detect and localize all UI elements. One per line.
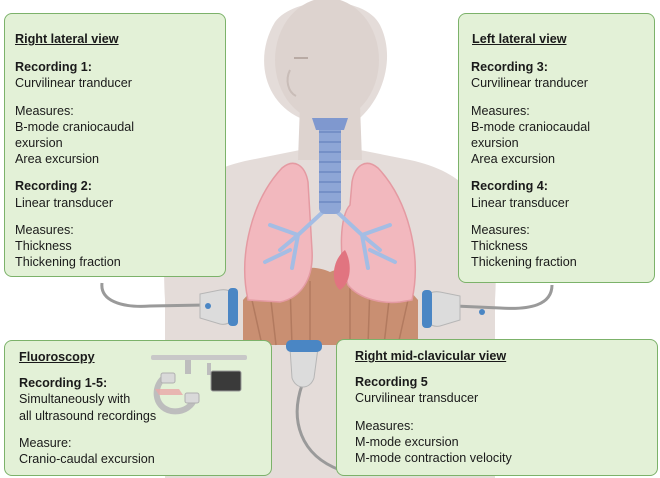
measure-item: Area excursion bbox=[15, 152, 99, 167]
measure-item: Area excursion bbox=[471, 152, 555, 167]
recording-3-label: Recording 3: bbox=[471, 60, 548, 75]
measure-item: M-mode excursion bbox=[355, 434, 459, 449]
cable-right bbox=[100, 282, 206, 308]
measure-item: B-mode craniocaudal bbox=[15, 119, 135, 134]
cable-left bbox=[454, 284, 554, 310]
measures-label: Measures: bbox=[471, 103, 530, 118]
heart-shadow bbox=[333, 250, 350, 290]
recording-4-label: Recording 4: bbox=[471, 179, 548, 194]
head bbox=[275, 0, 379, 122]
measure-item: Cranio-caudal excursion bbox=[19, 452, 155, 467]
measure-item: Thickening fraction bbox=[471, 255, 577, 270]
right-lung bbox=[244, 162, 313, 303]
measures-label: Measures: bbox=[15, 103, 74, 118]
fluoroscopy-title: Fluoroscopy bbox=[19, 350, 95, 364]
left-lateral-title: Left lateral view bbox=[472, 32, 567, 46]
recording-1-label: Recording 1: bbox=[15, 60, 92, 75]
trachea bbox=[312, 118, 348, 214]
recording-1-5-label: Recording 1-5: bbox=[19, 376, 108, 391]
measure-item: exursion bbox=[471, 136, 519, 151]
recording-detail: Simultaneously with bbox=[19, 392, 131, 407]
recording-1-transducer: Curvilinear tranducer bbox=[15, 76, 132, 91]
recording-5-transducer: Curvilinear transducer bbox=[355, 391, 479, 406]
right-lateral-title: Right lateral view bbox=[15, 32, 119, 46]
probe-right-lateral bbox=[199, 288, 238, 326]
mid-clavicular-card: Right mid-clavicular view Recording 5 Cu… bbox=[336, 339, 658, 476]
recording-detail: all ultrasound recordings bbox=[19, 408, 157, 423]
measure-label: Measure: bbox=[19, 435, 72, 450]
measure-item: Thickening fraction bbox=[15, 255, 121, 270]
measure-item: Thickness bbox=[15, 239, 72, 254]
cable-mid bbox=[295, 384, 341, 472]
recording-2-transducer: Linear transducer bbox=[15, 195, 114, 210]
left-lung bbox=[340, 162, 416, 304]
fluoroscopy-card: Fluoroscopy Recording 1-5: Simultaneousl… bbox=[4, 340, 272, 476]
measures-label: Measures: bbox=[15, 222, 74, 237]
probe-mid-clavicular bbox=[286, 340, 322, 388]
measure-item: B-mode craniocaudal bbox=[471, 119, 591, 134]
right-lateral-card: Right lateral view Recording 1: Curvilin… bbox=[4, 13, 226, 277]
mid-clavicular-title: Right mid-clavicular view bbox=[355, 349, 507, 363]
measures-label: Measures: bbox=[355, 418, 414, 433]
left-lateral-card: Left lateral view Recording 3: Curviline… bbox=[458, 13, 655, 283]
face-profile bbox=[286, 69, 297, 97]
probe-left-lateral bbox=[422, 290, 485, 328]
bronchial-tree bbox=[263, 208, 397, 270]
recording-3-transducer: Curvilinear tranducer bbox=[471, 76, 588, 91]
measure-item: M-mode contraction velocity bbox=[355, 451, 512, 466]
recording-4-transducer: Linear transducer bbox=[471, 195, 570, 210]
recording-5-label: Recording 5 bbox=[355, 375, 428, 390]
measures-label: Measures: bbox=[471, 222, 530, 237]
measure-item: exursion bbox=[15, 136, 63, 151]
c-arm-fluoroscope-icon bbox=[151, 355, 247, 415]
recording-2-label: Recording 2: bbox=[15, 179, 92, 194]
measure-item: Thickness bbox=[471, 239, 528, 254]
